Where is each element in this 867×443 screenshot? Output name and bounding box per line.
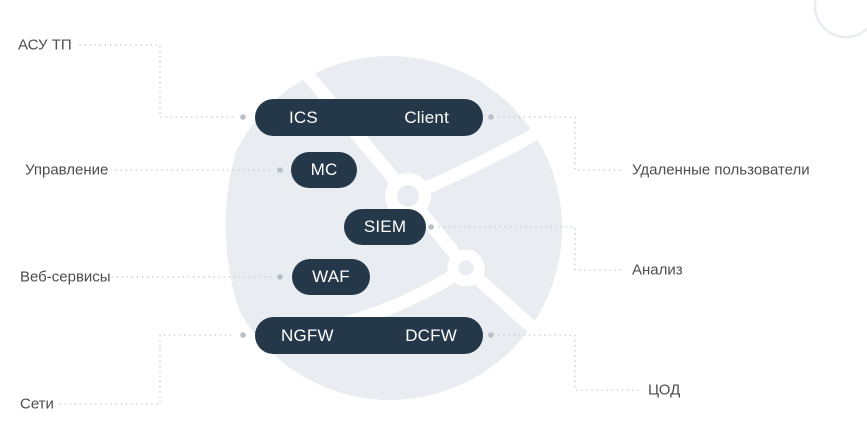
connector-dots	[240, 114, 494, 338]
node-pill-mc: MC	[291, 152, 357, 188]
dot-client-right	[488, 114, 494, 120]
dot-ngfw-left	[240, 332, 246, 338]
leader-data-center	[498, 334, 639, 391]
dot-mc-left	[277, 167, 283, 173]
label-networks: Сети	[20, 395, 54, 413]
dot-ics-left	[240, 114, 246, 120]
corner-ring-decoration	[813, 0, 867, 39]
node-label-ngfw: NGFW	[281, 325, 334, 345]
leader-analysis	[438, 226, 624, 271]
label-web-services: Веб-сервисы	[20, 268, 111, 286]
leader-asu-tp	[79, 44, 235, 118]
node-pill-waf: WAF	[292, 259, 370, 295]
leader-networks	[59, 334, 235, 405]
dot-dcfw-right	[488, 332, 494, 338]
dot-siem-right	[428, 224, 434, 230]
node-pill-siem: SIEM	[344, 209, 426, 245]
dot-waf-left	[277, 274, 283, 280]
node-label-waf: WAF	[312, 267, 350, 286]
node-label-mc: MC	[310, 160, 338, 179]
label-data-center: ЦОД	[648, 381, 681, 399]
leader-remote-users	[498, 116, 624, 171]
label-remote-users: Удаленные пользователи	[632, 161, 810, 179]
node-label-siem: SIEM	[363, 217, 407, 236]
label-management: Управление	[25, 161, 109, 179]
node-pill-ngfw-dcfw: NGFW DCFW	[255, 317, 483, 354]
node-pill-ics-client: ICS Client	[255, 99, 483, 136]
node-label-dcfw: DCFW	[405, 325, 457, 345]
node-label-client: Client	[404, 107, 449, 127]
label-analysis: Анализ	[632, 261, 683, 279]
leader-lines	[59, 44, 639, 405]
label-asu-tp: АСУ ТП	[18, 36, 72, 54]
node-label-ics: ICS	[289, 107, 318, 127]
